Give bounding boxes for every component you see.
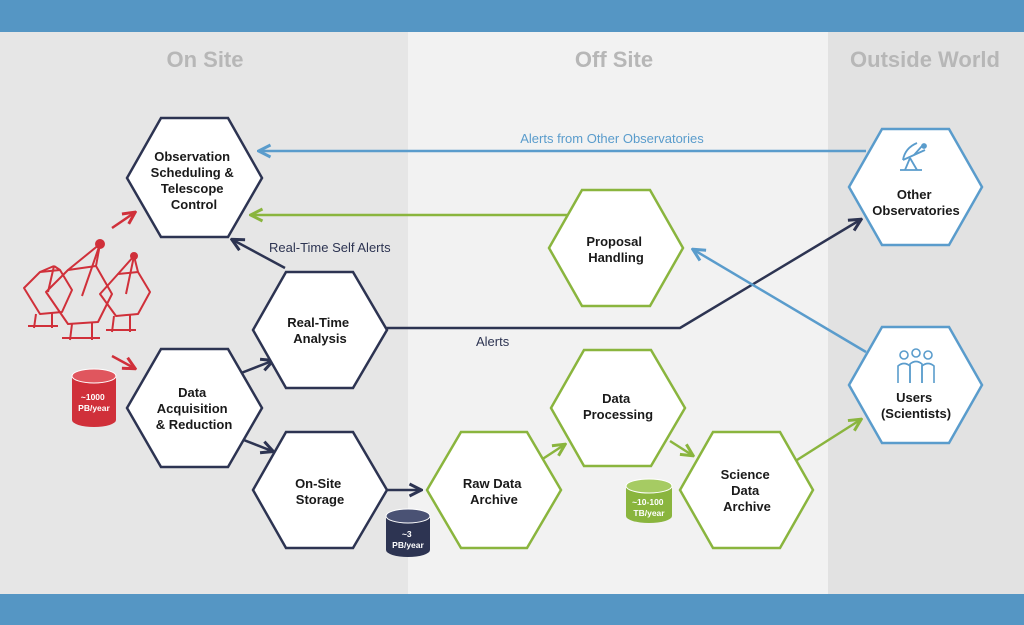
node-data-processing-line-1: Data (602, 391, 631, 406)
people-icon (897, 348, 935, 383)
node-raw-data-archive-line-2: Archive (470, 492, 518, 507)
svg-text:Data Processing: Data Processing (583, 391, 653, 422)
database-red-value: ~1000 (81, 392, 105, 402)
node-observation-scheduling-line-2: Scheduling & (151, 165, 234, 180)
column-title-off-site: Off Site (575, 47, 653, 72)
node-raw-data-archive-line-1: Raw Data (463, 476, 522, 491)
outside-world-column (828, 32, 1024, 594)
arrow-processing-to-science (669, 439, 692, 455)
database-green-unit: TB/year (633, 508, 665, 518)
svg-text:On-Site Storage: On-Site Storage (295, 476, 345, 507)
node-proposal-handling-line-1: Proposal (586, 234, 642, 249)
node-science-data-archive-line-2: Data (731, 483, 760, 498)
node-observation-scheduling-line-4: Control (171, 197, 217, 212)
node-observation-scheduling: Observation Scheduling & Telescope Contr… (125, 116, 264, 239)
svg-text:~1000 PB/year: ~1000 PB/year (78, 392, 110, 413)
radio-telescope-icon (900, 142, 927, 171)
node-real-time-analysis-line-1: Real-Time (287, 315, 349, 330)
column-title-outside-world: Outside World (850, 47, 1000, 72)
node-other-observatories-line-2: Observatories (872, 203, 959, 218)
database-icon-red: ~1000 PB/year (71, 368, 117, 427)
node-science-data-archive: Science Data Archive (678, 430, 815, 550)
arrow-alerts-to-other-observatories (386, 220, 860, 330)
arrow-users-to-proposal (694, 250, 867, 354)
label-real-time-self-alerts: Real-Time Self Alerts (269, 240, 391, 255)
svg-text:Other Observatories: Other Observatories (872, 187, 959, 218)
node-real-time-analysis-line-2: Analysis (293, 331, 346, 346)
top-band (0, 0, 1024, 32)
bottom-band (0, 594, 1024, 625)
database-icon-navy: ~3 PB/year (385, 508, 431, 557)
svg-text:Raw Data Archive: Raw Data Archive (463, 476, 525, 507)
svg-text:Observation Scheduling &: Observation Scheduling & Telescope Contr… (151, 149, 238, 212)
telescope-array-icon (23, 239, 151, 341)
node-on-site-storage-line-2: Storage (296, 492, 344, 507)
node-science-data-archive-line-1: Science (721, 467, 770, 482)
label-alerts: Alerts (476, 334, 510, 349)
svg-text:Users (Scientists): Users (Scientists) (881, 390, 951, 421)
node-data-processing-line-2: Processing (583, 407, 653, 422)
svg-text:~10-100 TB/year: ~10-100 TB/year (632, 497, 666, 518)
database-red-unit: PB/year (78, 403, 110, 413)
node-users-line-1: Users (896, 390, 932, 405)
column-title-on-site: On Site (166, 47, 243, 72)
node-on-site-storage: On-Site Storage (251, 430, 389, 550)
node-users-line-2: (Scientists) (881, 406, 951, 421)
node-proposal-handling-line-2: Handling (588, 250, 644, 265)
label-alerts-from-other-observatories: Alerts from Other Observatories (520, 131, 704, 146)
node-on-site-storage-line-1: On-Site (295, 476, 341, 491)
database-navy-value: ~3 (402, 529, 412, 539)
svg-text:Science Data Archi: Science Data Archive (721, 467, 774, 514)
node-observation-scheduling-line-1: Observation (154, 149, 230, 164)
node-users-scientists: Users (Scientists) (847, 325, 984, 445)
arrow-raw-to-processing (540, 445, 564, 462)
node-science-data-archive-line-3: Archive (723, 499, 771, 514)
node-proposal-handling: Proposal Handling (547, 188, 685, 308)
svg-text:Proposal Handling: Proposal Handling (586, 234, 645, 265)
svg-text:Real-Time Analysis: Real-Time Analysis (287, 315, 353, 346)
svg-text:~3 PB/year: ~3 PB/year (392, 529, 424, 550)
node-data-acquisition-line-1: Data (178, 385, 207, 400)
arrow-self-alerts (233, 240, 286, 270)
svg-text:Data Acquisition &: Data Acquisition & Reduction (156, 385, 233, 432)
node-other-observatories: Other Observatories (847, 127, 984, 247)
node-observation-scheduling-line-3: Telescope (161, 181, 224, 196)
node-data-acquisition-line-2: Acquisition (157, 401, 228, 416)
arrow-telescope-to-scheduling (111, 213, 134, 230)
node-real-time-analysis: Real-Time Analysis (251, 270, 389, 390)
arrow-telescope-to-daq (111, 354, 134, 368)
node-data-acquisition: Data Acquisition & Reduction (125, 347, 264, 469)
node-other-observatories-line-1: Other (897, 187, 932, 202)
node-data-acquisition-line-3: & Reduction (156, 417, 233, 432)
database-green-value: ~10-100 (632, 497, 664, 507)
database-navy-unit: PB/year (392, 540, 424, 550)
node-raw-data-archive: Raw Data Archive (425, 430, 563, 550)
arrow-science-to-users (796, 420, 860, 462)
database-icon-green: ~10-100 TB/year (625, 478, 673, 523)
node-data-processing: Data Processing (549, 348, 687, 468)
